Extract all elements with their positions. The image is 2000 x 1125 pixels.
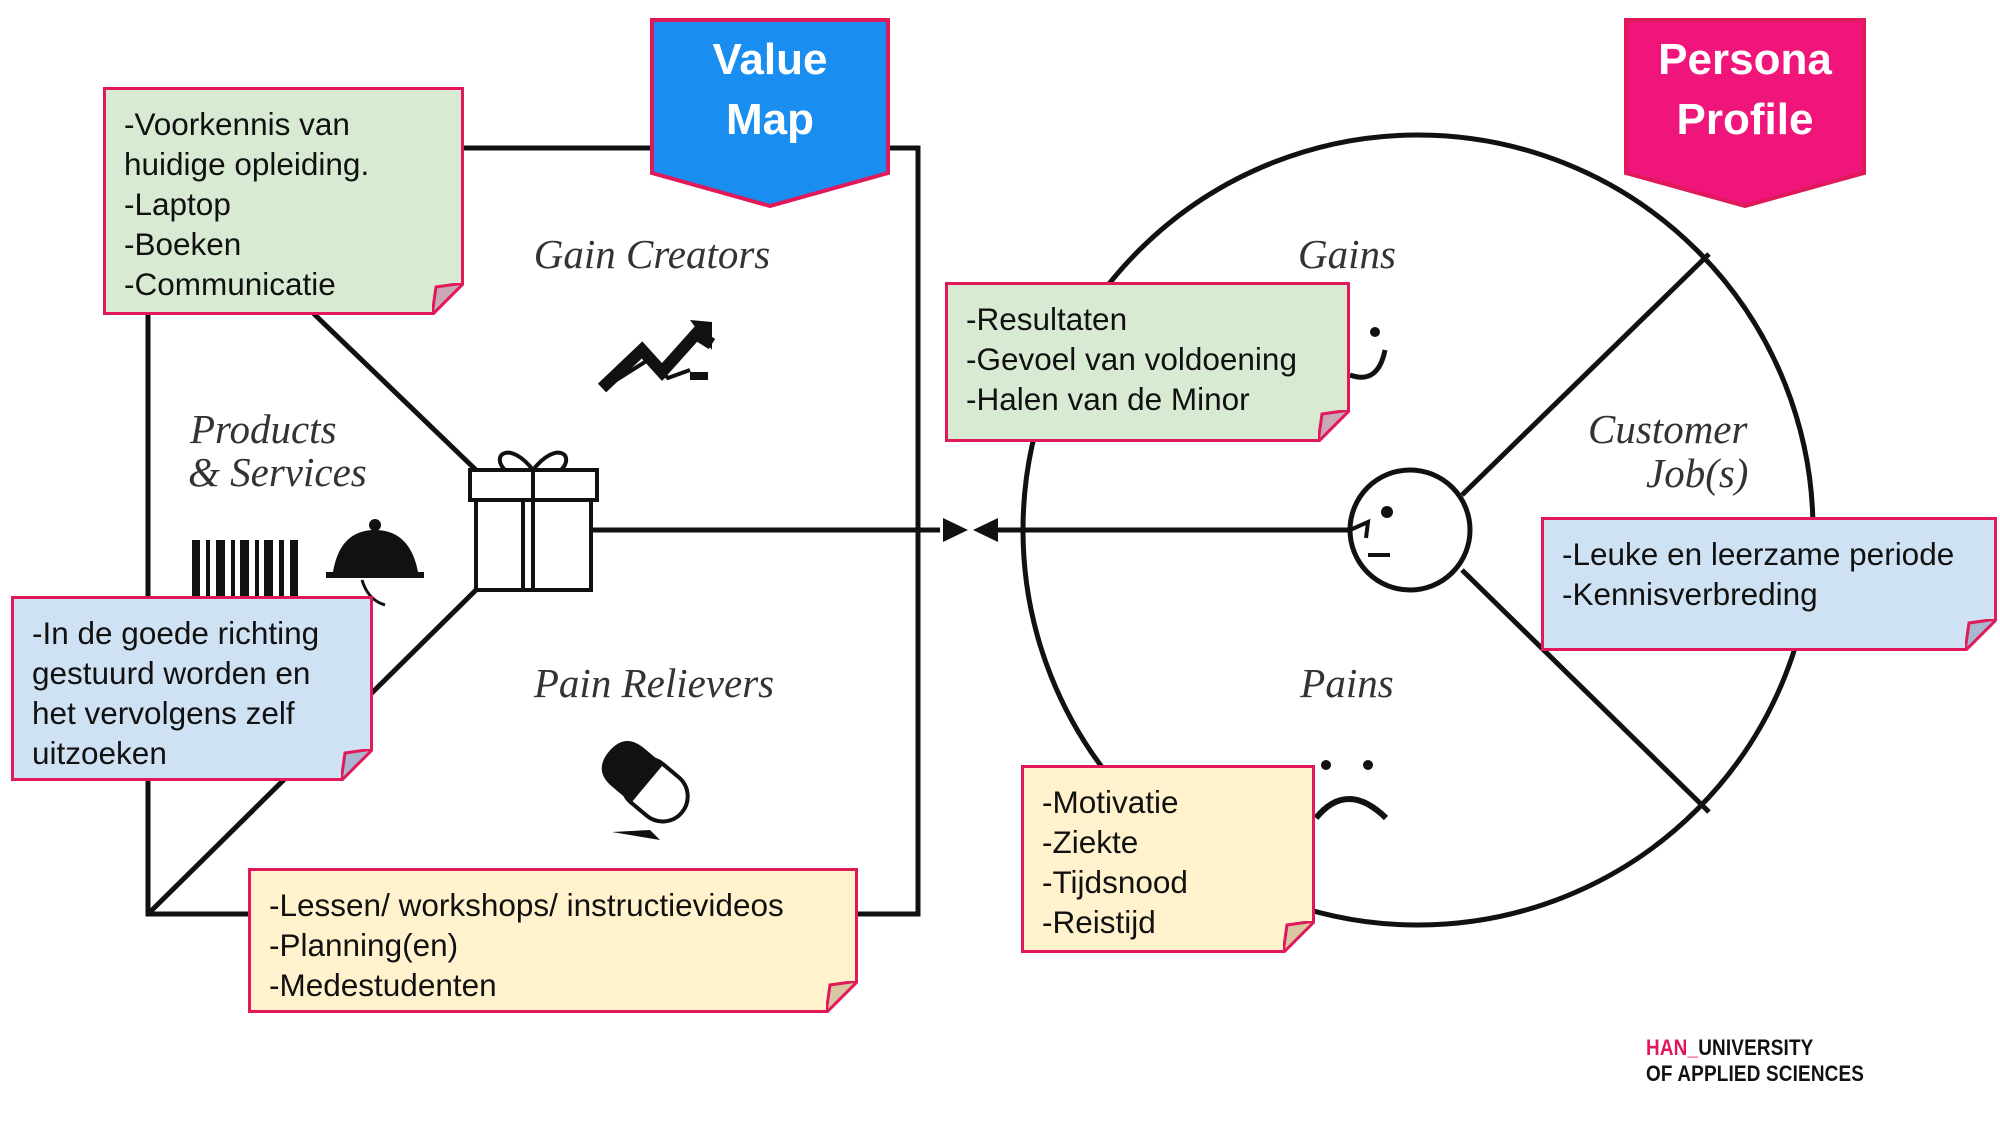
page-curl-icon — [432, 283, 464, 315]
note-line: -Motivatie — [1042, 784, 1179, 820]
persona-divider-top — [1460, 252, 1711, 497]
page-curl-icon — [341, 749, 373, 781]
logo-line1: UNIVERSITY — [1698, 1035, 1814, 1060]
barcode-icon — [192, 540, 298, 598]
gains-note: -Resultaten -Gevoel van voldoening -Hale… — [945, 282, 1350, 442]
customer-jobs-note: -Leuke en leerzame periode -Kennisverbre… — [1541, 517, 1997, 651]
note-line: -Lessen/ workshops/ instructievideos — [269, 887, 784, 923]
note-line: -Boeken — [124, 226, 242, 262]
persona-profile-badge: Persona Profile — [1624, 18, 1866, 208]
customer-label: Customer — [1588, 406, 1749, 452]
services-label: & Services — [188, 449, 367, 495]
note-line: -Gevoel van voldoening — [966, 341, 1297, 377]
note-line: -In de goede richting — [32, 615, 320, 651]
fit-arrow-head-right — [943, 518, 968, 542]
pain-relievers-note: -Lessen/ workshops/ instructievideos -Pl… — [248, 868, 858, 1013]
gift-icon — [468, 450, 599, 592]
value-map-divider-top — [311, 311, 478, 472]
note-line: -Reistijd — [1042, 904, 1156, 940]
logo-line2: OF APPLIED SCIENCES — [1646, 1061, 1865, 1086]
note-line: -Tijdsnood — [1042, 864, 1188, 900]
pain-relievers-label: Pain Relievers — [533, 660, 774, 706]
gain-creators-note: -Voorkennis van huidige opleiding. -Lapt… — [103, 87, 464, 315]
pains-label: Pains — [1299, 660, 1393, 706]
note-line: -Leuke en leerzame periode — [1562, 536, 1955, 572]
note-line: gestuurd worden en — [32, 655, 311, 691]
note-line: -Halen van de Minor — [966, 381, 1250, 417]
page-curl-icon — [826, 981, 858, 1013]
note-line: huidige opleiding. — [124, 146, 370, 182]
pains-note: -Motivatie -Ziekte -Tijdsnood -Reistijd — [1021, 765, 1315, 953]
persona-divider-bottom — [1460, 568, 1711, 814]
smile-icon — [1349, 327, 1388, 380]
pill-icon — [601, 741, 690, 840]
page-curl-icon — [1318, 410, 1350, 442]
trending-up-icon — [597, 320, 716, 393]
han-logo: HAN_UNIVERSITY OF APPLIED SCIENCES — [1646, 1035, 1864, 1087]
note-line: -Communicatie — [124, 266, 336, 302]
jobs-label: Job(s) — [1646, 450, 1748, 496]
products-services-note: -In de goede richting gestuurd worden en… — [11, 596, 373, 781]
note-line: -Laptop — [124, 186, 231, 222]
face-icon — [1347, 467, 1473, 593]
note-line: het vervolgens zelf — [32, 695, 295, 731]
fit-arrow-head-left — [973, 518, 998, 542]
logo-brand: HAN_ — [1646, 1035, 1699, 1060]
value-map-badge: Value Map — [650, 18, 890, 208]
page-curl-icon — [1965, 619, 1997, 651]
note-line: -Voorkennis van — [124, 106, 350, 142]
value-map-title-line1: Value — [712, 35, 828, 84]
persona-profile-title-line1: Persona — [1658, 35, 1832, 84]
note-line: uitzoeken — [32, 735, 167, 771]
gains-label: Gains — [1298, 231, 1396, 277]
cloche-icon — [326, 519, 424, 607]
note-line: -Resultaten — [966, 301, 1128, 337]
note-line: -Medestudenten — [269, 967, 497, 1003]
persona-profile-title-line2: Profile — [1676, 95, 1814, 144]
products-label: Products — [189, 406, 337, 452]
note-line: -Planning(en) — [269, 927, 459, 963]
value-map-title-line2: Map — [726, 95, 814, 144]
note-line: -Kennisverbreding — [1562, 576, 1818, 612]
page-curl-icon — [1283, 921, 1315, 953]
gain-creators-label: Gain Creators — [534, 231, 771, 277]
note-line: -Ziekte — [1042, 824, 1139, 860]
frown-icon — [1313, 760, 1389, 821]
